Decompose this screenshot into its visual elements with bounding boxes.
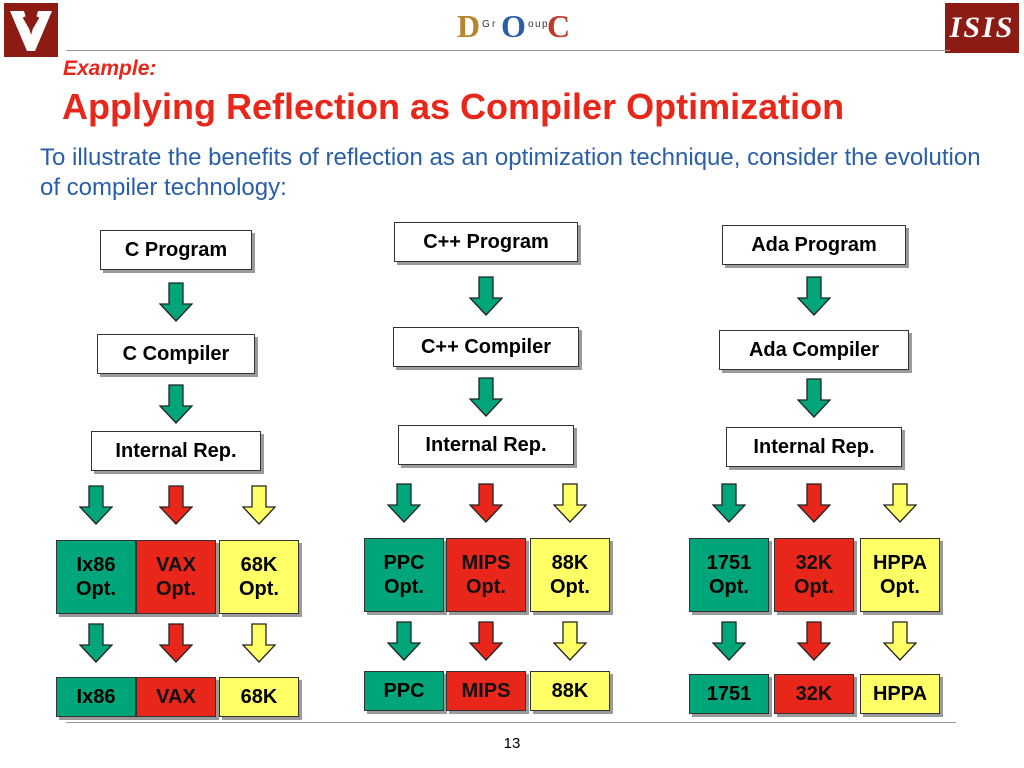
compiler-box: C Compiler <box>97 334 255 374</box>
target-box: 1751 <box>689 674 769 714</box>
optimizer-box: MIPS Opt. <box>446 538 526 612</box>
slide-title: Applying Reflection as Compiler Optimiza… <box>62 86 845 127</box>
optimizer-box: HPPA Opt. <box>860 538 940 612</box>
target-box: VAX <box>136 677 216 717</box>
down-arrow-icon <box>712 621 746 661</box>
doc-logo-group-letter: G <box>482 19 490 30</box>
optimizer-box: PPC Opt. <box>364 538 444 612</box>
down-arrow-icon <box>159 384 193 424</box>
down-arrow-icon <box>242 623 276 663</box>
down-arrow-icon <box>469 621 503 661</box>
target-box: 88K <box>530 671 610 711</box>
down-arrow-icon <box>553 483 587 523</box>
doc-logo-group-letter: o <box>528 19 534 30</box>
down-arrow-icon <box>159 282 193 322</box>
internal-rep-box: Internal Rep. <box>398 425 574 465</box>
doc-logo-group-letter: p <box>542 19 548 30</box>
down-arrow-icon <box>797 378 831 418</box>
optimizer-box: 1751 Opt. <box>689 538 769 612</box>
optimizer-box: Ix86 Opt. <box>56 540 136 614</box>
doc-logo-letter-d: D <box>457 8 481 44</box>
program-box: C++ Program <box>394 222 578 262</box>
optimizer-box: 68K Opt. <box>219 540 299 614</box>
down-arrow-icon <box>883 621 917 661</box>
isis-logo: ISIS <box>945 3 1019 53</box>
down-arrow-icon <box>712 483 746 523</box>
optimizer-box: 88K Opt. <box>530 538 610 612</box>
down-arrow-icon <box>797 621 831 661</box>
doc-logo-letter-c: C <box>547 8 571 44</box>
target-box: 68K <box>219 677 299 717</box>
down-arrow-icon <box>79 623 113 663</box>
down-arrow-icon <box>242 485 276 525</box>
doc-group-logo: D G r O o u p C <box>455 0 575 50</box>
example-label: Example: <box>63 57 157 80</box>
intro-text: To illustrate the benefits of reflection… <box>40 144 981 201</box>
target-box: MIPS <box>446 671 526 711</box>
isis-logo-text: ISIS <box>949 11 1015 44</box>
footer-divider <box>66 722 956 723</box>
vanderbilt-v-icon <box>10 11 52 51</box>
compiler-box: Ada Compiler <box>719 330 909 370</box>
target-box: 32K <box>774 674 854 714</box>
down-arrow-icon <box>469 276 503 316</box>
vanderbilt-logo <box>4 3 58 57</box>
down-arrow-icon <box>159 485 193 525</box>
down-arrow-icon <box>387 483 421 523</box>
compiler-box: C++ Compiler <box>393 327 579 367</box>
down-arrow-icon <box>469 483 503 523</box>
down-arrow-icon <box>553 621 587 661</box>
header-divider <box>66 50 950 51</box>
down-arrow-icon <box>469 377 503 417</box>
down-arrow-icon <box>387 621 421 661</box>
program-box: C Program <box>100 230 252 270</box>
doc-logo-letter-o: O <box>501 8 526 44</box>
page-number: 13 <box>503 735 521 752</box>
optimizer-box: 32K Opt. <box>774 538 854 612</box>
optimizer-box: VAX Opt. <box>136 540 216 614</box>
doc-logo-group-letter: u <box>535 19 541 30</box>
internal-rep-box: Internal Rep. <box>91 431 261 471</box>
down-arrow-icon <box>797 276 831 316</box>
down-arrow-icon <box>159 623 193 663</box>
down-arrow-icon <box>883 483 917 523</box>
target-box: HPPA <box>860 674 940 714</box>
down-arrow-icon <box>797 483 831 523</box>
target-box: PPC <box>364 671 444 711</box>
doc-logo-group-letter: r <box>492 19 496 30</box>
down-arrow-icon <box>79 485 113 525</box>
internal-rep-box: Internal Rep. <box>726 427 902 467</box>
target-box: Ix86 <box>56 677 136 717</box>
program-box: Ada Program <box>722 225 906 265</box>
